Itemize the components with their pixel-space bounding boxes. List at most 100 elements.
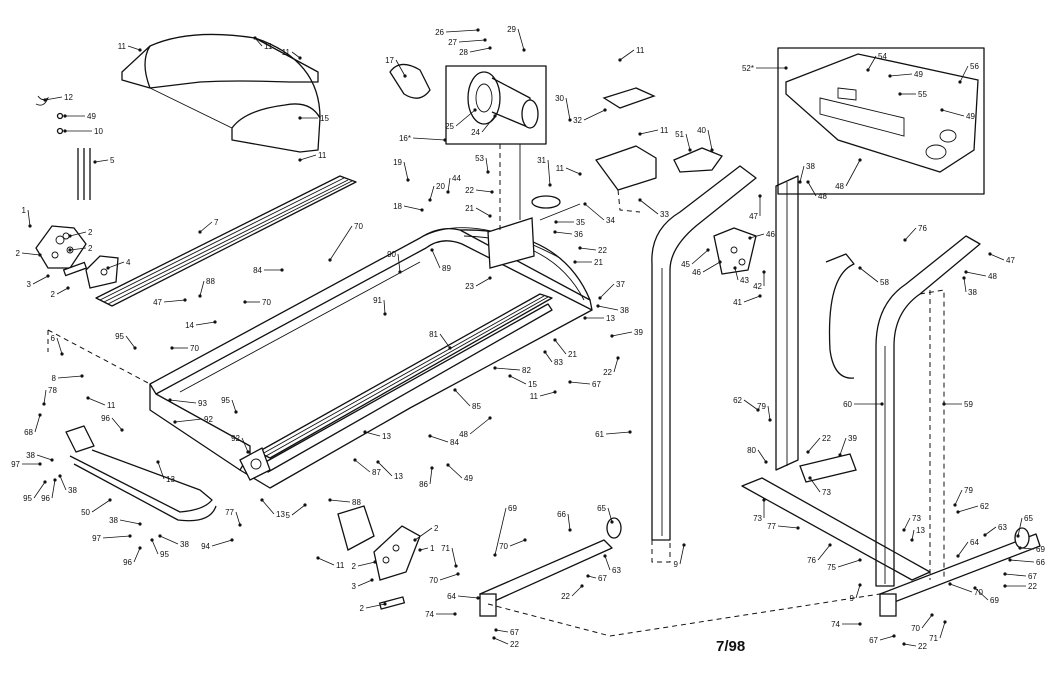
leader-line [1019, 547, 1035, 550]
part-callout-70: 70 [429, 576, 438, 585]
leader-endpoint [798, 180, 802, 184]
leader-line [429, 435, 449, 443]
leader-endpoint [446, 190, 450, 194]
leader-endpoint [493, 553, 497, 557]
leader-endpoint [494, 628, 498, 632]
part-callout-46: 46 [766, 230, 775, 239]
part-callout-11: 11 [282, 48, 291, 57]
part-callout-60: 60 [843, 400, 852, 409]
part-callout-39: 39 [634, 328, 643, 337]
leader-endpoint [363, 430, 367, 434]
part-callout-84: 84 [253, 266, 262, 275]
leader-line [817, 544, 831, 561]
part-callout-73: 73 [753, 514, 762, 523]
leader-endpoint [762, 498, 766, 502]
part-callout-16: 16* [399, 134, 411, 143]
leader-endpoint [476, 596, 480, 600]
leader-endpoint [50, 458, 54, 462]
leader-endpoint [448, 346, 452, 350]
leader-endpoint [838, 453, 842, 457]
part-callout-33: 33 [660, 210, 669, 219]
leader-line [921, 614, 933, 629]
leader-endpoint [198, 294, 202, 298]
part-callout-13: 13 [382, 432, 391, 441]
leader-endpoint [953, 503, 957, 507]
leader-endpoint [964, 270, 968, 274]
leader-endpoint [238, 523, 242, 527]
leader-endpoint [553, 338, 557, 342]
part-callout-96: 96 [101, 414, 110, 423]
part-callout-29: 29 [507, 25, 516, 34]
leader-line [984, 526, 997, 536]
leader-line [33, 481, 46, 499]
part-callout-58: 58 [880, 278, 889, 287]
leader-endpoint [962, 276, 966, 280]
leader-line [743, 295, 761, 303]
part-callout-67: 67 [510, 628, 519, 637]
part-callout-83: 83 [554, 358, 563, 367]
leader-line [94, 159, 109, 163]
leader-endpoint [902, 642, 906, 646]
leader-line [111, 417, 123, 431]
leader-line [959, 65, 969, 83]
leader-line [475, 207, 491, 217]
part-callout-24: 24 [471, 128, 480, 137]
leader-line [44, 96, 63, 101]
leader-endpoint [956, 510, 960, 514]
leader-line [412, 137, 446, 141]
leader-endpoint [168, 398, 172, 402]
leader-line [36, 454, 53, 461]
leader-endpoint [170, 346, 174, 350]
leader-endpoint [553, 390, 557, 394]
leader-line [989, 253, 1005, 261]
leader-endpoint [488, 214, 492, 218]
leader-line [69, 231, 87, 237]
part-callout-95: 95 [115, 332, 124, 341]
part-callout-85: 85 [472, 402, 481, 411]
leader-line [59, 475, 67, 491]
leader-endpoint [353, 458, 357, 462]
part-callout-2: 2 [88, 228, 93, 237]
part-callout-73: 73 [912, 514, 921, 523]
leader-endpoint [583, 202, 587, 206]
part-callout-11: 11 [636, 46, 645, 55]
part-callout-8: 8 [52, 374, 57, 383]
leader-endpoint [156, 460, 160, 464]
leader-endpoint [910, 538, 914, 542]
leader-endpoint [598, 296, 602, 300]
leader-endpoint [280, 268, 284, 272]
leader-line [903, 643, 917, 647]
leader-line [414, 527, 433, 541]
part-callout-53: 53 [475, 154, 484, 163]
leader-line [965, 271, 987, 277]
leader-endpoint [508, 374, 512, 378]
leader-line [469, 47, 491, 53]
leader-endpoint [1003, 572, 1007, 576]
leader-endpoint [298, 116, 302, 120]
part-callout-71: 71 [929, 634, 938, 643]
part-callout-64: 64 [447, 592, 456, 601]
part-callout-11: 11 [530, 392, 539, 401]
leader-line [56, 287, 69, 295]
part-callout-20: 20 [436, 182, 445, 191]
leader-endpoint [328, 498, 332, 502]
part-callout-38: 38 [620, 306, 629, 315]
part-callout-2: 2 [88, 244, 93, 253]
leader-line [859, 267, 879, 283]
leader-endpoint [60, 352, 64, 356]
leader-line [174, 418, 203, 423]
leader-line [127, 45, 141, 51]
part-callout-5: 5 [110, 156, 115, 165]
leader-endpoint [543, 350, 547, 354]
part-callout-22: 22 [510, 640, 519, 649]
leader-line [639, 129, 659, 135]
leader-line [469, 417, 491, 435]
leader-endpoint [133, 346, 137, 350]
part-callout-70: 70 [190, 344, 199, 353]
part-callout-47: 47 [153, 298, 162, 307]
leader-endpoint [158, 534, 162, 538]
leader-endpoint [183, 298, 187, 302]
leader-endpoint [948, 582, 952, 586]
leader-line [702, 261, 721, 273]
